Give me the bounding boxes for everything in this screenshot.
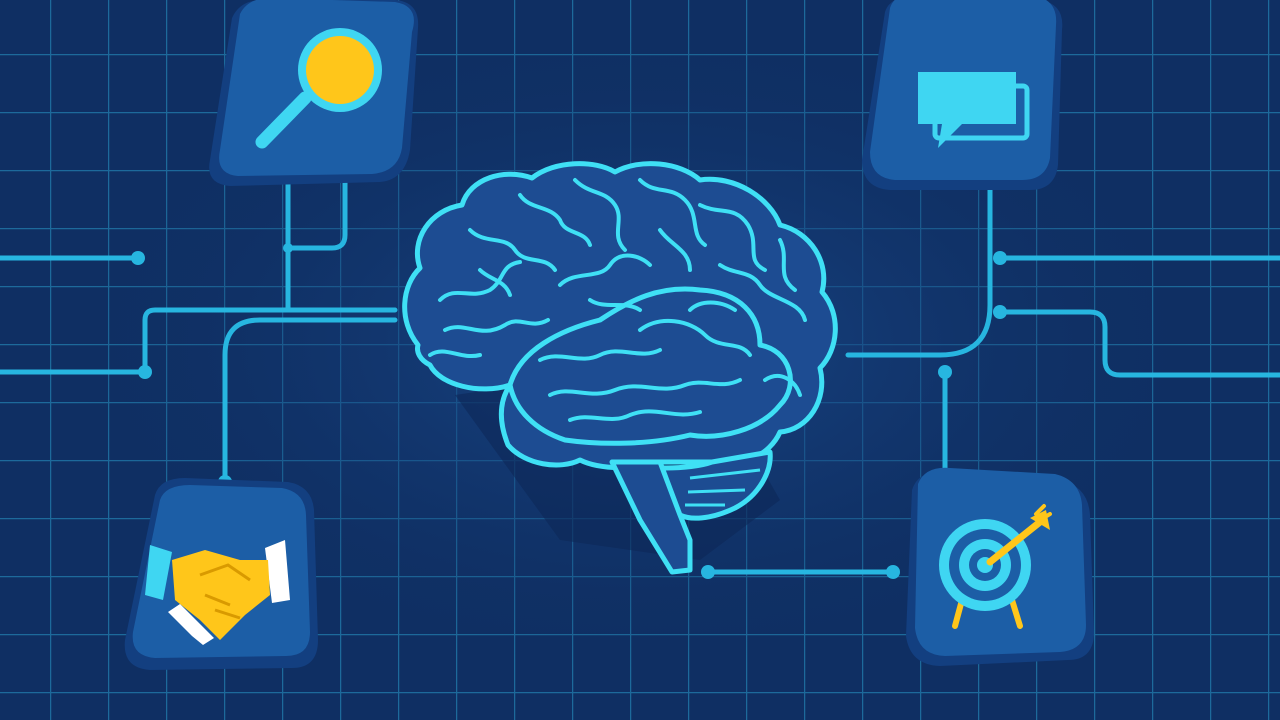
chat-bubble-icon <box>918 72 1030 148</box>
connection-lines <box>0 169 1280 575</box>
search-tile <box>209 0 419 186</box>
brain-icon <box>402 161 838 575</box>
magnifying-glass-icon <box>255 28 382 149</box>
chat-tile <box>862 0 1063 190</box>
handshake-icon <box>145 540 290 645</box>
target-arrow-icon <box>939 504 1052 629</box>
handshake-tile <box>124 478 318 670</box>
target-tile <box>906 467 1094 666</box>
